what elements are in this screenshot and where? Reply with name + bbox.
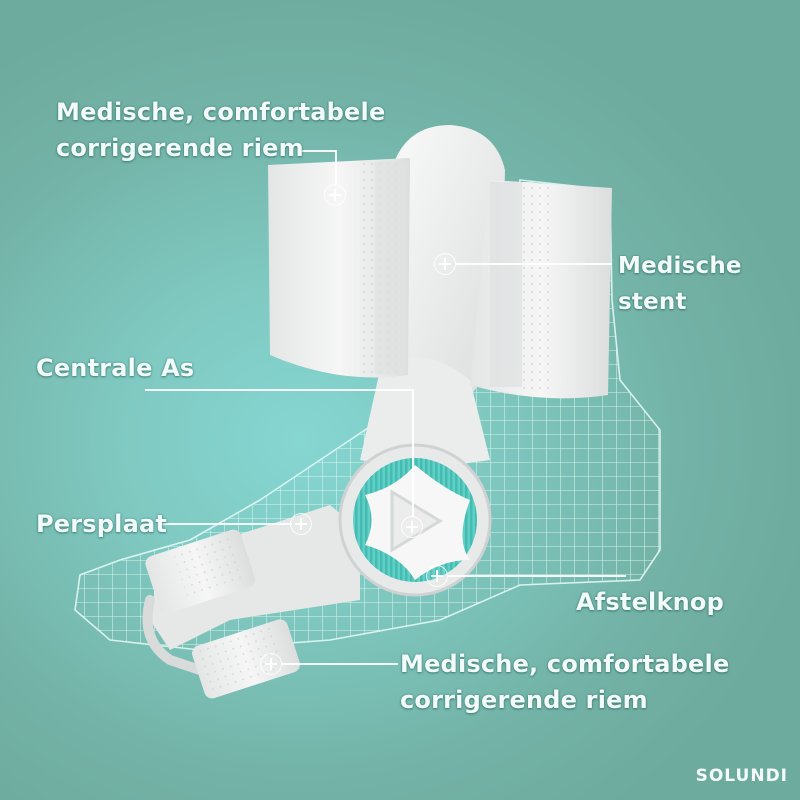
callout-axis-line1: Centrale As — [36, 354, 195, 382]
hotspot-strap-bottom[interactable] — [260, 653, 282, 675]
callout-pressure-plate-line1: Persplaat — [36, 510, 168, 538]
leader-strap-top-v — [335, 150, 337, 184]
hotspot-pressure-plate[interactable] — [290, 513, 312, 535]
leader-adjust-knob — [448, 575, 626, 577]
strap-top — [268, 158, 410, 378]
hotspot-adjust-knob[interactable] — [426, 565, 448, 587]
leader-pressure-plate — [162, 523, 292, 525]
callout-stent-line1: Medische — [618, 253, 742, 279]
leader-strap-top-h — [300, 150, 336, 152]
hotspot-stent[interactable] — [434, 253, 456, 275]
leader-stent — [456, 263, 612, 265]
toe-strap-top — [145, 529, 255, 614]
callout-strap-bottom-line2: corrigerende riem — [400, 686, 648, 714]
callout-adjust-knob: Afstelknop — [576, 584, 724, 620]
hotspot-strap-top[interactable] — [324, 184, 346, 206]
strap-right — [470, 180, 612, 399]
brand-logo: SOLUNDI — [695, 766, 788, 786]
callout-strap-bottom: Medische, comfortabele corrigerende riem — [400, 646, 729, 718]
callout-adjust-knob-line1: Afstelknop — [576, 588, 724, 616]
leader-axis-v — [412, 389, 414, 517]
callout-pressure-plate: Persplaat — [36, 506, 167, 542]
hotspot-axis[interactable] — [401, 516, 423, 538]
callout-strap-bottom-line1: Medische, comfortabele — [400, 650, 730, 678]
callout-stent: Medische stent — [618, 248, 742, 320]
toe-strap-bottom — [192, 619, 300, 699]
leader-strap-bottom — [282, 663, 398, 665]
leader-axis-h — [145, 389, 413, 391]
callout-strap-top-line2: corrigerende riem — [56, 134, 304, 162]
callout-strap-top: Medische, comfortabele corrigerende riem — [56, 94, 385, 166]
callout-strap-top-line1: Medische, comfortabele — [56, 98, 386, 126]
callout-stent-line2: stent — [618, 289, 687, 315]
callout-axis: Centrale As — [36, 350, 194, 386]
